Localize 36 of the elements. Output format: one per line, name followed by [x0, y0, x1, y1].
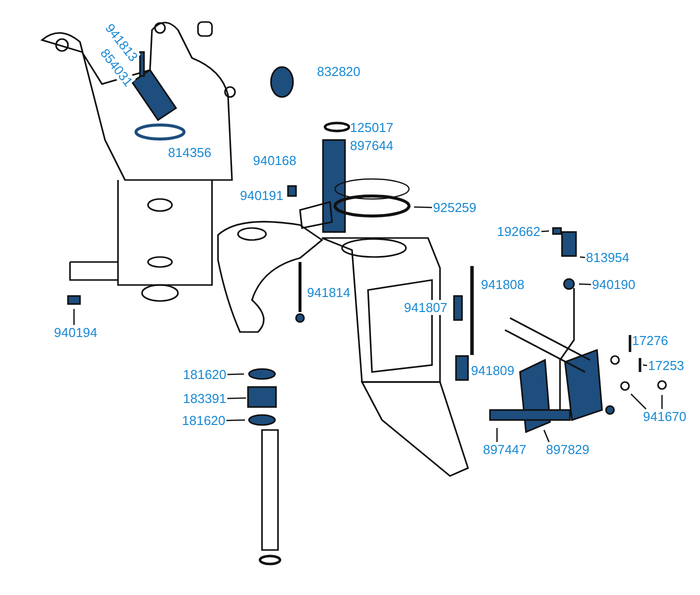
callout-number: 941814 [307, 285, 350, 300]
leader-line [630, 394, 646, 410]
callout-number: 897644 [350, 138, 394, 153]
leader-line [227, 397, 246, 400]
callout-number: 125017 [350, 120, 394, 135]
callout-number: 941670 [643, 409, 686, 424]
callout-number: 183391 [183, 391, 226, 406]
leader-line [496, 428, 498, 442]
leader-line [227, 373, 244, 376]
leader-line [661, 395, 663, 409]
callout-number: 940191 [240, 188, 284, 203]
callout-number: 181620 [182, 413, 226, 428]
leader-line [73, 309, 75, 325]
leader-line [541, 230, 550, 232]
callout-number: 941807 [404, 300, 448, 315]
callout-number: 832820 [317, 64, 360, 79]
leader-line [578, 283, 592, 286]
callout-number: 941808 [481, 277, 524, 292]
leader-line [414, 206, 432, 208]
callout-number: 941809 [471, 363, 514, 378]
callout-number: 813954 [586, 250, 630, 265]
leader-line [226, 419, 246, 422]
callout-number: 192662 [497, 224, 540, 239]
callout-number: 17253 [648, 358, 684, 373]
callout-number: 897829 [546, 442, 590, 457]
callout-number: 940194 [54, 325, 98, 340]
leader-line [580, 256, 586, 258]
leader-line [642, 364, 648, 366]
callout-number: 814356 [168, 145, 212, 160]
leader-line [543, 430, 550, 442]
callout-number: 925259 [433, 200, 476, 215]
callout-number: 940190 [592, 277, 636, 292]
callout-number: 181620 [183, 367, 226, 382]
callout-number: 940168 [253, 153, 296, 168]
callout-number: 897447 [483, 442, 526, 457]
callout-number: 17276 [632, 333, 668, 348]
